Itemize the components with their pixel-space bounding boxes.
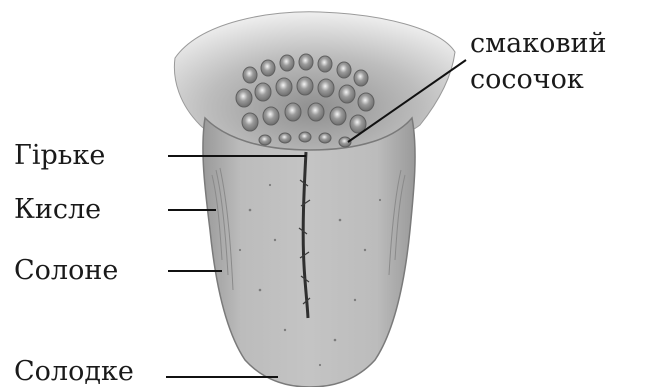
label-salty: Солоне <box>14 257 118 284</box>
label-sour: Кисле <box>14 196 101 223</box>
label-taste-papilla-line1: смаковий <box>470 30 607 57</box>
label-bitter: Гірьке <box>14 142 105 169</box>
label-taste-papilla-line2: сосочок <box>470 66 584 93</box>
label-sweet: Солодке <box>14 358 134 385</box>
